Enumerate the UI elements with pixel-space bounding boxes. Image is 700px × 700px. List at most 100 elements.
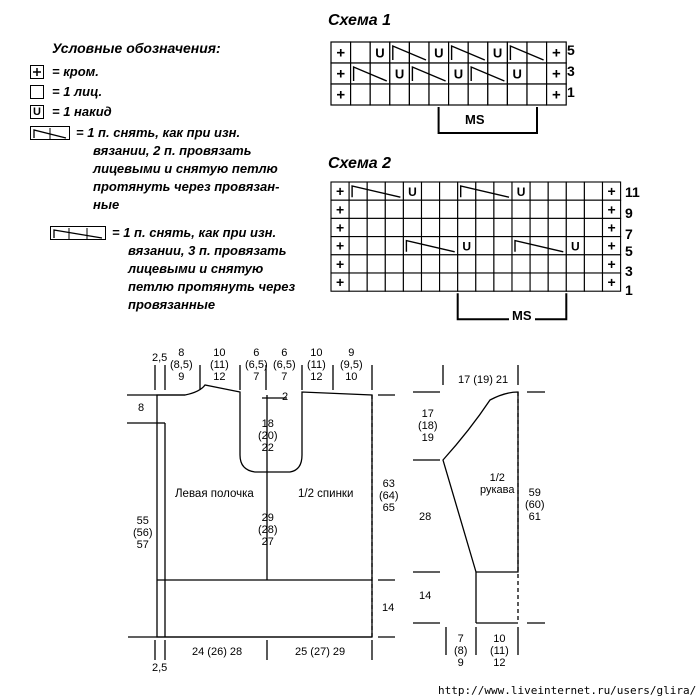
dim-top-4: 6 (6,5) 7 <box>273 347 296 383</box>
legend-edge: = кром. <box>52 64 99 79</box>
edge-stitch: + <box>336 45 345 62</box>
dim-sleeve-cuff: 14 <box>419 590 432 602</box>
slip3-decrease <box>351 185 401 198</box>
slip2-decrease <box>411 65 446 82</box>
dim-shoulder: 8 <box>138 402 145 414</box>
legend-slip3-4: петлю протянуть через <box>128 279 296 294</box>
schema1-row-5: 5 <box>567 42 575 58</box>
edge-stitch: + <box>336 220 344 236</box>
dim-sleeve-mid: 28 <box>419 511 432 523</box>
knit-stitch-symbol <box>30 85 44 99</box>
schema2-ms-label: MS <box>509 308 535 323</box>
schema1-cell <box>545 83 567 106</box>
dim-sleeve-total: 59 (60) 61 <box>525 487 545 523</box>
slip2-decrease <box>450 44 486 61</box>
yarn-over-symbol: U <box>30 105 44 119</box>
slip3-decrease <box>460 185 510 198</box>
dim-body-length: 55 (56) 57 <box>133 515 153 551</box>
schema2-title: Схема 2 <box>328 155 392 172</box>
legend-title: Условные обозначения: <box>52 40 221 56</box>
slip2-symbol <box>30 126 70 140</box>
dim-side-length: 29 (28) 27 <box>258 512 278 548</box>
legend-slip2-5: ные <box>93 197 120 212</box>
dim-neck-depth: 18 (20) 22 <box>258 418 278 454</box>
schema1-row-1: 1 <box>567 84 575 100</box>
source-url: http://www.liveinternet.ru/users/glira/ <box>438 684 697 697</box>
dim-bottom-left: 24 (26) 28 <box>192 646 243 658</box>
dim-sleeve-cap: 17 (18) 19 <box>418 408 438 444</box>
dim-top-3: 6 (6,5) 7 <box>245 347 268 383</box>
dim-total-length: 63 (64) 65 <box>379 478 399 514</box>
edge-stitch: + <box>607 238 615 254</box>
legend-slip2-4: протянуть через провязан- <box>93 179 280 194</box>
label-back-half: 1/2 спинки <box>298 488 354 500</box>
dim-top-6: 9 (9,5) 10 <box>340 347 363 383</box>
slip3-decrease <box>514 239 564 253</box>
dim-sleeve-bottom-right: 10 (11) 12 <box>490 633 509 669</box>
schema1-title: Схема 1 <box>328 12 392 29</box>
legend-slip3-5: провязанные <box>128 297 216 312</box>
edge-stitch: + <box>552 45 561 62</box>
edge-stitch: + <box>336 274 344 290</box>
edge-stitch: + <box>607 220 615 236</box>
edge-stitch: + <box>336 256 344 272</box>
slip2-decrease <box>470 65 505 82</box>
dim-sleeve-bottom-left: 7 (8) 9 <box>454 633 468 669</box>
yarn-over: U <box>434 46 443 61</box>
label-left-front: Левая полочка <box>175 488 254 500</box>
dim-top-1: 8 (8,5) 9 <box>170 347 193 383</box>
slip2-decrease <box>352 65 388 82</box>
schema2-row-9: 9 <box>625 205 633 221</box>
dim-top-5: 10 (11) 12 <box>307 347 326 383</box>
yarn-over: U <box>375 46 384 61</box>
edge-stitch: + <box>336 183 344 199</box>
edge-stitch: + <box>607 256 615 272</box>
legend-slip3-3: лицевыми и снятую <box>128 261 264 276</box>
legend-yo: = 1 накид <box>52 104 112 119</box>
edge-stitch: + <box>336 66 345 83</box>
schema2-cell <box>601 272 622 292</box>
schema2-row-5: 5 <box>625 243 633 259</box>
legend-slip2-3: лицевыми и снятую петлю <box>93 161 278 176</box>
yarn-over: U <box>408 185 417 199</box>
yarn-over: U <box>395 67 404 82</box>
legend-knit: = 1 лиц. <box>52 84 103 99</box>
schema1-row-3: 3 <box>567 63 575 79</box>
schema1-ms-label: MS <box>462 112 488 127</box>
slip3-decrease <box>405 239 455 253</box>
yarn-over: U <box>462 240 471 254</box>
edge-stitch: + <box>552 66 561 83</box>
yarn-over: U <box>513 67 522 82</box>
yarn-over: U <box>493 46 502 61</box>
schema2-row-3: 3 <box>625 263 633 279</box>
schema2-row-7: 7 <box>625 226 633 242</box>
slip2-decrease <box>392 44 427 61</box>
slip2-decrease <box>509 44 544 61</box>
edge-stitch: + <box>607 274 615 290</box>
dim-neck-drop: 2 <box>282 391 289 403</box>
edge-stitch: + <box>336 238 344 254</box>
legend-slip3-2: вязании, 3 п. провязать <box>128 243 287 258</box>
dim-bottom-edge: 2,5 <box>152 662 168 674</box>
edge-stitch: + <box>336 87 345 104</box>
dim-sleeve-top: 17 (19) 21 <box>458 374 509 386</box>
dim-top-edge: 2,5 <box>152 352 168 364</box>
edge-stitch: + <box>552 87 561 104</box>
edge-stitch: + <box>336 201 344 217</box>
slip3-symbol <box>50 226 106 240</box>
schema2-row-11: 11 <box>625 184 640 200</box>
yarn-over: U <box>454 67 463 82</box>
schema1-ms-bracket <box>437 107 538 134</box>
schema2-row-1: 1 <box>625 282 633 298</box>
legend-slip3-1: = 1 п. снять, как при изн. <box>112 225 277 240</box>
dim-top-2: 10 (11) 12 <box>210 347 229 383</box>
legend-slip2-1: = 1 п. снять, как при изн. <box>76 125 241 140</box>
edge-stitch-symbol <box>30 65 44 79</box>
edge-stitch: + <box>607 201 615 217</box>
legend-slip2-2: вязании, 2 п. провязать <box>93 143 252 158</box>
dim-hem: 14 <box>382 602 395 614</box>
